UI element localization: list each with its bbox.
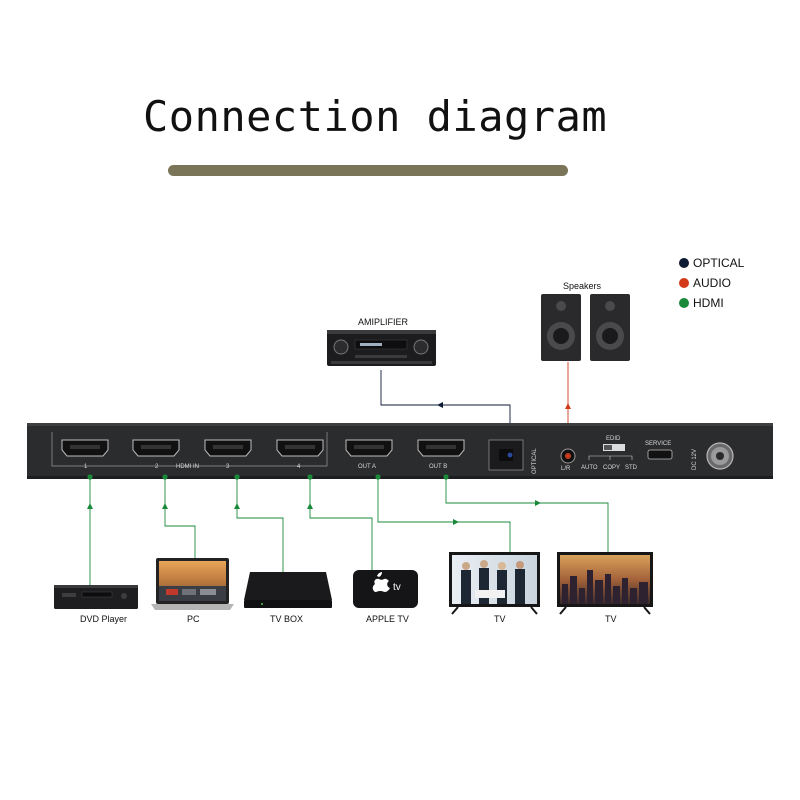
amplifier: AMIPLIFIER <box>327 317 436 366</box>
legend-hdmi-dot <box>679 298 689 308</box>
port-label-dc: DC 12V <box>692 449 698 470</box>
title-underline <box>168 165 568 176</box>
port-label-auto: AUTO <box>581 465 598 471</box>
optical-arrow <box>437 402 443 408</box>
legend-optical-dot <box>679 258 689 268</box>
port-label-lr: L/R <box>561 466 571 472</box>
tv-1-label: TV <box>494 614 506 624</box>
hdmi-in-1-port <box>61 439 109 457</box>
hdmi-arrow-tvbox <box>234 503 240 509</box>
speakers-label: Speakers <box>563 281 602 291</box>
port-label-optical: OPTICAL <box>532 448 538 474</box>
apple-tv-label: APPLE TV <box>366 614 409 624</box>
port-label-out-b: OUT B <box>429 464 447 470</box>
hdmi-matrix-device: 1 2 HDMI IN 3 4 OUT A OUT B OPTICAL L/R … <box>27 423 773 480</box>
hdmi-in-4-port <box>276 439 324 457</box>
connection-dots <box>87 452 513 480</box>
speaker-left <box>541 294 581 361</box>
tv-box <box>244 572 332 608</box>
port-label-4: 4 <box>297 464 301 470</box>
audio-arrow <box>565 403 571 409</box>
hdmi-cable-appletv <box>309 477 373 570</box>
dvd-player <box>54 585 138 609</box>
pc-label: PC <box>187 614 200 624</box>
hdmi-arrow-appletv <box>307 503 313 509</box>
edid-switch <box>588 444 633 460</box>
tv-2 <box>557 552 653 615</box>
hdmi-out-b-port <box>417 439 465 457</box>
port-label-1: 1 <box>84 464 88 470</box>
apple-tv: tv <box>353 570 418 608</box>
port-label-out-a: OUT A <box>358 464 376 470</box>
port-label-hdmi-in: HDMI IN <box>176 464 199 470</box>
svg-text:tv: tv <box>393 582 401 593</box>
tv-1 <box>449 552 540 615</box>
dc-power-port <box>706 442 734 470</box>
legend-hdmi-label: HDMI <box>693 296 724 310</box>
hdmi-out-a-port <box>345 439 393 457</box>
hdmi-arrow-tv1 <box>453 519 459 525</box>
hdmi-cable-tvbox <box>236 477 284 572</box>
hdmi-in-3-port <box>204 439 252 457</box>
legend: OPTICAL AUDIO HDMI <box>679 256 745 310</box>
device-body <box>27 423 773 479</box>
hdmi-arrow-dvd <box>87 503 93 509</box>
port-label-edid: EDID <box>606 436 621 442</box>
hdmi-arrow-pc <box>162 503 168 509</box>
cables <box>87 362 609 585</box>
legend-audio-label: AUDIO <box>693 276 731 290</box>
tv-box-label: TV BOX <box>270 614 303 624</box>
amplifier-label: AMIPLIFIER <box>358 317 409 327</box>
hdmi-cable-tv1 <box>377 477 511 552</box>
hdmi-in-2-port <box>132 439 180 457</box>
page-title: Connection diagram <box>143 92 608 141</box>
dvd-player-label: DVD Player <box>80 614 127 624</box>
port-label-2: 2 <box>155 464 159 470</box>
legend-optical-label: OPTICAL <box>693 256 745 270</box>
hdmi-arrow-tv2 <box>535 500 541 506</box>
hdmi-cable-pc <box>164 477 196 560</box>
audio-lr-port <box>560 448 576 464</box>
port-label-std: STD <box>625 465 638 471</box>
speakers: Speakers <box>541 281 630 361</box>
optical-port <box>488 439 524 471</box>
port-label-3: 3 <box>226 464 230 470</box>
pc-laptop <box>151 558 234 610</box>
service-port <box>647 449 673 460</box>
hdmi-cable-tv2 <box>445 477 609 552</box>
speaker-right <box>590 294 630 361</box>
legend-audio-dot <box>679 278 689 288</box>
port-label-copy: COPY <box>603 465 620 471</box>
tv-2-label: TV <box>605 614 617 624</box>
port-label-service: SERVICE <box>645 441 671 447</box>
